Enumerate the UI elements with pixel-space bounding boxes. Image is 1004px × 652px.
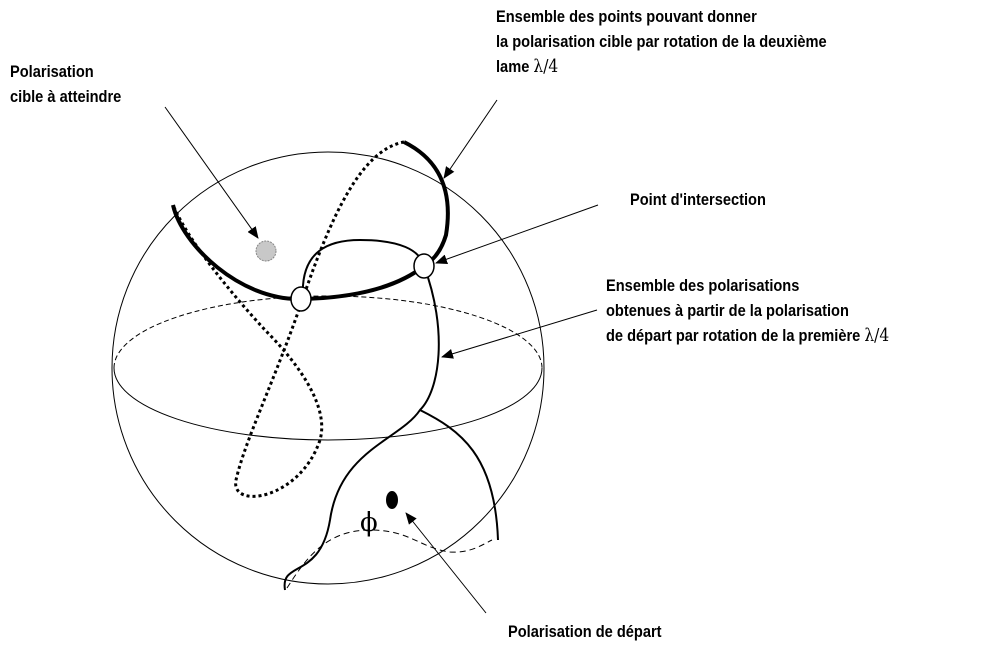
- arrow-second-set: [443, 99, 498, 179]
- arrow-target: [164, 106, 259, 239]
- equator-front: [113, 367, 543, 441]
- bottom-latitude-dashed: [286, 529, 493, 589]
- curve-second-plate-dotted: [171, 140, 405, 498]
- arrow-first-set: [441, 309, 598, 359]
- label-second-plate-set: Ensemble des points pouvant donner la po…: [496, 7, 827, 77]
- label-intersection-point: Point d'intersection: [630, 190, 766, 209]
- sphere-outline: [111, 151, 545, 585]
- intersection-point-2: [413, 253, 435, 279]
- target-polarisation-point: [255, 240, 277, 262]
- curve-first-plate-lower: [419, 409, 499, 541]
- equator-back: [113, 295, 543, 369]
- arrow-start: [405, 512, 487, 614]
- start-polarisation-point: [386, 491, 398, 509]
- curve-first-plate: [283, 238, 440, 591]
- curve-second-plate-solid: [171, 140, 450, 302]
- label-start-polarisation: Polarisation de départ: [508, 622, 662, 641]
- label-first-plate-set: Ensemble des polarisations obtenues à pa…: [606, 276, 890, 346]
- intersection-point-1: [290, 286, 312, 312]
- arrow-intersection: [435, 204, 599, 264]
- label-target-polarisation: Polarisation cible à atteindre: [10, 62, 122, 106]
- phi-label: ϕ: [360, 508, 378, 538]
